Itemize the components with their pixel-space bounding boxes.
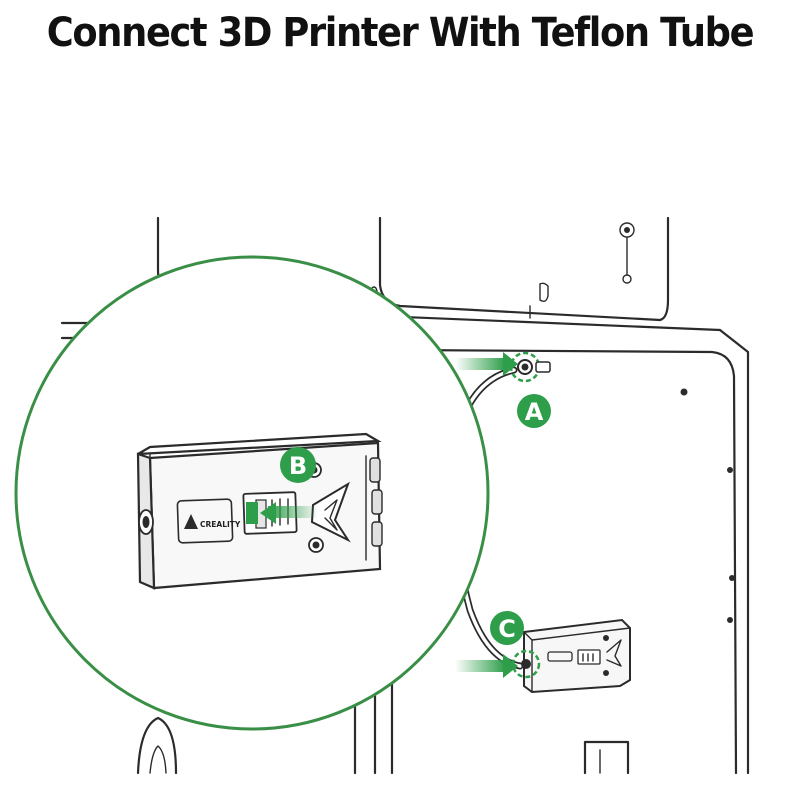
arrow-to-c bbox=[455, 654, 518, 678]
sensor-lever bbox=[310, 481, 351, 543]
magnified-view: CREALITY B bbox=[14, 255, 490, 731]
brand-text: CREALITY bbox=[200, 520, 241, 529]
callout-c-text: C bbox=[498, 615, 516, 643]
callout-label-b: B bbox=[280, 447, 316, 483]
arrow-to-a bbox=[455, 352, 518, 376]
callout-label-c: C bbox=[490, 611, 524, 645]
arrow-to-b bbox=[246, 502, 318, 524]
creality-triangle-icon bbox=[184, 514, 198, 529]
filament-sensor-enlarged: CREALITY bbox=[136, 432, 383, 590]
connector-a bbox=[509, 351, 551, 383]
filament-sensor-small bbox=[523, 618, 631, 694]
brand-badge bbox=[176, 498, 234, 544]
callout-label-a: A bbox=[517, 394, 551, 428]
page-title: Connect 3D Printer With Teflon Tube bbox=[46, 10, 755, 56]
callout-a-text: A bbox=[525, 398, 544, 426]
callout-b-text: B bbox=[289, 452, 307, 480]
